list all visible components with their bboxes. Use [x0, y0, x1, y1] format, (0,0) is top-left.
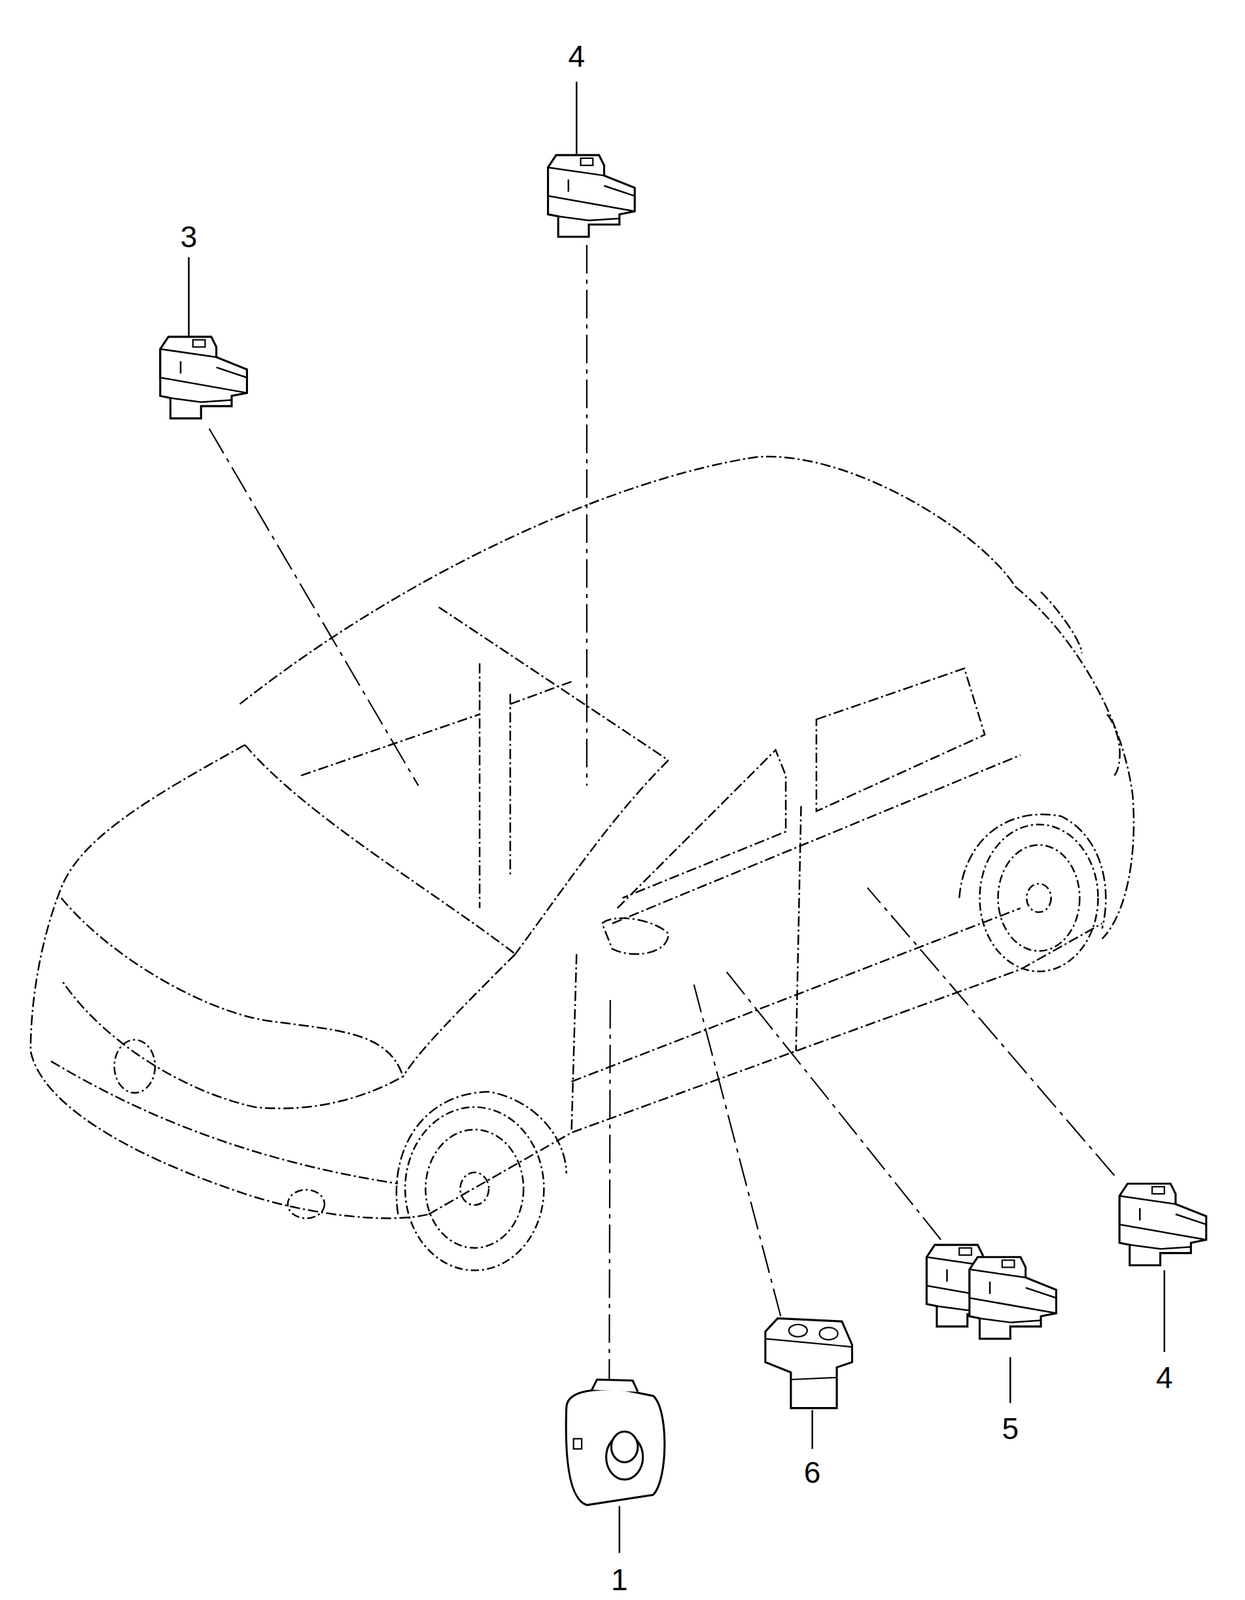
- callout-number: 4: [566, 41, 588, 72]
- callout-number: 6: [802, 1457, 824, 1488]
- callout-number: 4: [1154, 1362, 1175, 1393]
- callout-number: 5: [999, 1413, 1021, 1444]
- callout-number: 3: [178, 221, 200, 252]
- callout-number: 1: [609, 1564, 631, 1596]
